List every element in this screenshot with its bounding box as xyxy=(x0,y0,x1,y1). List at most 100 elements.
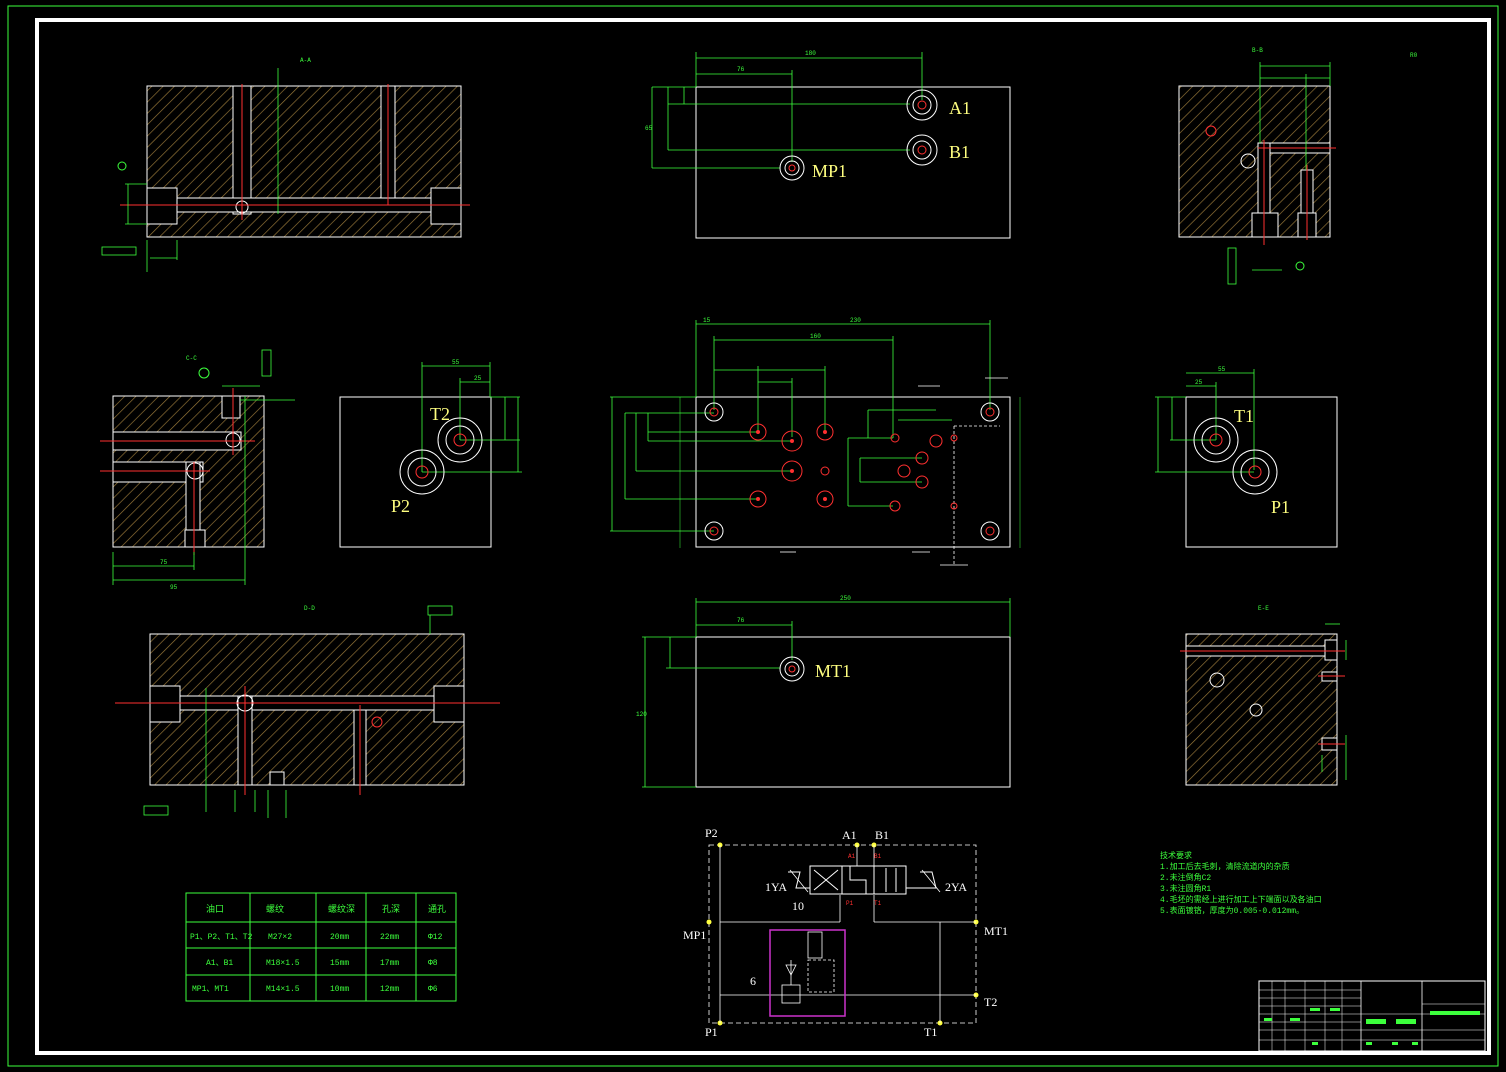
dim-cc-75: 75 xyxy=(160,559,168,566)
port-p1-hole xyxy=(1232,449,1278,495)
top-view: 180 76 65 A1 B1 MP1 xyxy=(645,50,1011,239)
label-a1: A1 xyxy=(949,98,971,118)
port-table: 油口 螺纹 螺纹深 孔深 通孔 P1、P2、T1、T2 M27×2 20mm 2… xyxy=(185,892,457,1002)
view-title-ee: E-E xyxy=(1258,605,1269,612)
table-cell: 12mm xyxy=(380,985,399,994)
table-cell: 15mm xyxy=(330,959,349,968)
port-mt1-hole xyxy=(779,656,805,682)
dim-mid-160: 160 xyxy=(810,333,821,340)
corner-hole xyxy=(980,402,1000,422)
schem-mt1: MT1 xyxy=(984,924,1008,938)
note-item: 2.未注倒角C2 xyxy=(1160,872,1211,883)
note-item: 4.毛坯的需经上进行加工上下端面以及各油口 xyxy=(1160,894,1322,905)
schem-b1-small: B1 xyxy=(874,853,882,860)
table-cell: Φ6 xyxy=(428,985,438,994)
section-view-aa: A-A xyxy=(101,57,470,272)
table-cell: Φ12 xyxy=(428,933,443,942)
table-cell: MP1、MT1 xyxy=(192,985,229,994)
table-cell: M14×1.5 xyxy=(266,985,300,994)
table-cell: M27×2 xyxy=(268,933,292,942)
table-header: 螺纹 xyxy=(266,903,284,915)
view-title-dd: D-D xyxy=(304,605,315,612)
schem-6: 6 xyxy=(750,974,756,988)
schem-a1: A1 xyxy=(842,828,857,842)
schem-p1-small: P1 xyxy=(846,900,854,907)
dim-mid-15: 15 xyxy=(703,317,711,324)
label-p1: P1 xyxy=(1271,497,1290,517)
outer-frame xyxy=(7,5,1499,1067)
table-header: 螺纹深 xyxy=(328,903,355,915)
drawing-border xyxy=(35,18,1491,1055)
schem-2ya: 2YA xyxy=(945,880,967,894)
section-view-dd: D-D xyxy=(115,605,500,818)
valve-hole xyxy=(816,423,834,441)
main-plan-view: 230 160 15 xyxy=(610,317,1021,566)
table-cell: 17mm xyxy=(380,959,399,968)
table-cell: 22mm xyxy=(380,933,399,942)
section-view-cc: C-C 75 95 xyxy=(100,349,295,591)
valve-hole xyxy=(816,490,834,508)
valve-hole xyxy=(950,434,958,442)
table-cell: A1、B1 xyxy=(206,959,233,968)
left-side-view: 55 25 T2 P2 xyxy=(339,359,522,548)
schem-p2: P2 xyxy=(705,826,718,840)
table-header: 油口 xyxy=(206,903,224,915)
dim-mid-230: 230 xyxy=(850,317,861,324)
table-header: 孔深 xyxy=(382,904,400,915)
corner-hole xyxy=(980,521,1000,541)
label-b1: B1 xyxy=(949,142,970,162)
table-cell: M18×1.5 xyxy=(266,959,300,968)
port-t1-hole xyxy=(1193,417,1239,463)
schem-10: 10 xyxy=(792,899,804,913)
dim-front-76: 76 xyxy=(737,617,745,624)
valve-hole xyxy=(889,500,901,512)
valve-hole xyxy=(950,502,958,510)
note-item: 3.未注圆角R1 xyxy=(1160,883,1211,894)
label-t2: T2 xyxy=(430,404,450,424)
dim-top-65: 65 xyxy=(645,125,653,132)
valve-hole xyxy=(749,423,767,441)
valve-hole xyxy=(915,451,929,465)
right-side-view: 55 25 T1 P1 xyxy=(1155,366,1338,548)
corner-hole xyxy=(704,521,724,541)
port-t2-hole xyxy=(437,417,483,463)
dim-front-250: 250 xyxy=(840,595,851,602)
valve-hole xyxy=(915,475,929,489)
schem-1ya: 1YA xyxy=(765,880,787,894)
schem-t2: T2 xyxy=(984,995,997,1009)
valve-hole xyxy=(749,490,767,508)
valve-hole xyxy=(897,464,911,478)
schem-t1: T1 xyxy=(924,1025,937,1039)
label-t1: T1 xyxy=(1234,406,1254,426)
table-cell: 10mm xyxy=(330,985,349,994)
dim-left-25: 25 xyxy=(474,375,482,382)
label-mt1: MT1 xyxy=(815,661,851,681)
port-p2-hole xyxy=(399,449,445,495)
dim-left-55: 55 xyxy=(452,359,460,366)
note-item: 1.加工后去毛刺，清除流道内的杂质 xyxy=(1160,861,1290,872)
label-mp1: MP1 xyxy=(812,161,847,181)
table-cell: 20mm xyxy=(330,933,349,942)
dim-right-55: 55 xyxy=(1218,366,1226,373)
dim-front-120: 120 xyxy=(636,711,647,718)
view-title-cc: C-C xyxy=(186,355,197,362)
hydraulic-schematic: P2 A1 B1 MP1 MT1 T2 P1 T1 1YA 2YA 10 6 A… xyxy=(683,826,1008,1039)
schem-a1-small: A1 xyxy=(848,853,856,860)
section-view-bb: B-B R0 xyxy=(1178,47,1418,285)
valve-hole xyxy=(781,460,803,482)
table-header: 通孔 xyxy=(428,904,446,915)
port-a1-hole xyxy=(906,89,938,121)
dim-top-width: 180 xyxy=(805,50,816,57)
schem-t1-small: T1 xyxy=(874,900,882,907)
schem-mp1: MP1 xyxy=(683,928,706,942)
dim-cc-95: 95 xyxy=(170,584,178,591)
view-title-aa: A-A xyxy=(300,57,311,64)
dim-right-25: 25 xyxy=(1195,379,1203,386)
port-b1-hole xyxy=(906,134,938,166)
dim-top-76: 76 xyxy=(737,66,745,73)
schem-b1: B1 xyxy=(875,828,889,842)
view-title-bb: B-B xyxy=(1252,47,1263,54)
label-p2: P2 xyxy=(391,496,410,516)
valve-hole xyxy=(781,430,803,452)
